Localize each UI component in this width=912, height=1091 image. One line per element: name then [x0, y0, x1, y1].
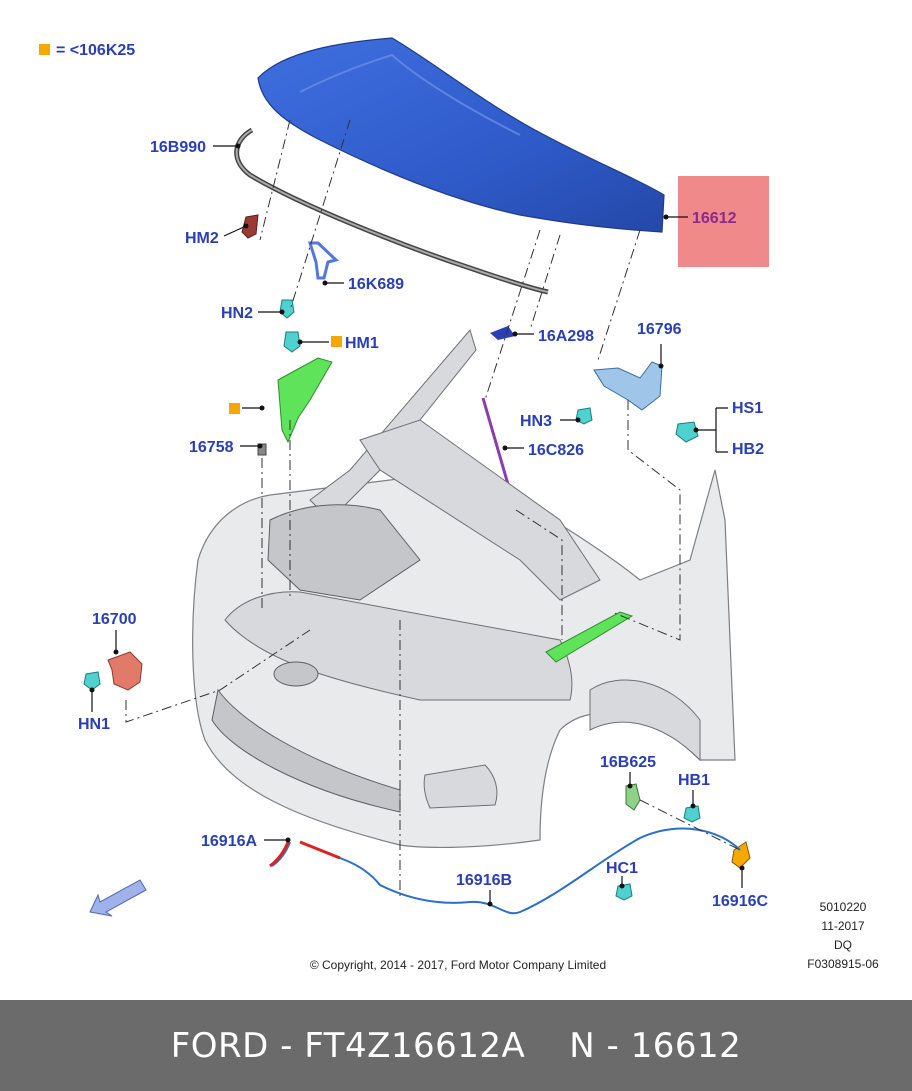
hn2-clip — [279, 299, 295, 319]
hood-hinge — [593, 361, 663, 411]
label-16a298[interactable]: 16A298 — [538, 328, 594, 345]
hood-panel — [257, 37, 665, 233]
label-hn3[interactable]: HN3 — [520, 413, 552, 430]
label-16k689[interactable]: 16K689 — [348, 276, 404, 293]
label-16796[interactable]: 16796 — [637, 321, 682, 338]
copyright-text: © Copyright, 2014 - 2017, Ford Motor Com… — [310, 958, 606, 972]
label-16c826[interactable]: 16C826 — [528, 442, 584, 459]
stamp-line3: DQ — [834, 938, 852, 952]
hood-seal — [234, 127, 549, 295]
label-16612[interactable]: 16612 — [692, 210, 737, 227]
hm1-swatch — [331, 336, 342, 347]
prop-rod-clip — [307, 241, 340, 280]
label-16916c[interactable]: 16916C — [712, 893, 768, 910]
leader-lines — [89, 143, 745, 907]
label-hn2[interactable]: HN2 — [221, 305, 253, 322]
highlight-box-16612 — [678, 176, 769, 267]
label-16916a[interactable]: 16916A — [201, 833, 257, 850]
label-16700[interactable]: 16700 — [92, 611, 137, 628]
label-hn1[interactable]: HN1 — [78, 716, 110, 733]
legend-text: = <106K25 — [56, 42, 135, 59]
front-direction-arrow — [89, 879, 147, 917]
label-16b990[interactable]: 16B990 — [150, 139, 206, 156]
hn1-clip — [83, 671, 101, 691]
stamp-line1: 5010220 — [820, 900, 867, 914]
guide-lines — [125, 119, 741, 900]
footer-bar: FORD - FT4Z16612A N - 16612 — [0, 1000, 912, 1091]
footer-part-number: FORD - FT4Z16612A — [170, 1025, 526, 1066]
hb1-bolt — [683, 805, 701, 823]
label-16758[interactable]: 16758 — [189, 439, 234, 456]
hinge-bolt — [675, 421, 699, 443]
hm1-clip — [283, 331, 301, 353]
label-hm2[interactable]: HM2 — [185, 230, 219, 247]
label-hs1[interactable]: HS1 — [732, 400, 763, 417]
hood-seal-right — [545, 611, 634, 663]
stamp-line4: F0308915-06 — [807, 957, 879, 971]
cable-end-red — [269, 840, 341, 868]
footer-ref-number: N - 16612 — [569, 1025, 742, 1066]
label-hm1[interactable]: HM1 — [345, 335, 379, 352]
stamp-line2: 11-2017 — [821, 919, 864, 933]
label-hb2[interactable]: HB2 — [732, 441, 764, 458]
16a298-bracket — [490, 326, 515, 340]
label-16b625[interactable]: 16B625 — [600, 754, 656, 771]
hc1-clip — [615, 883, 633, 901]
hm2-bumper — [241, 214, 259, 239]
vehicle-front-body — [192, 328, 736, 849]
insulator-swatch — [229, 403, 240, 414]
label-hb1[interactable]: HB1 — [678, 772, 710, 789]
label-16916b[interactable]: 16916B — [456, 872, 512, 889]
hood-latch — [107, 651, 143, 691]
hood-insulator-left — [277, 357, 333, 444]
label-hc1[interactable]: HC1 — [606, 860, 638, 877]
release-handle — [625, 783, 641, 811]
legend-swatch — [39, 44, 50, 55]
parts-diagram: = <106K25 — [39, 37, 879, 972]
